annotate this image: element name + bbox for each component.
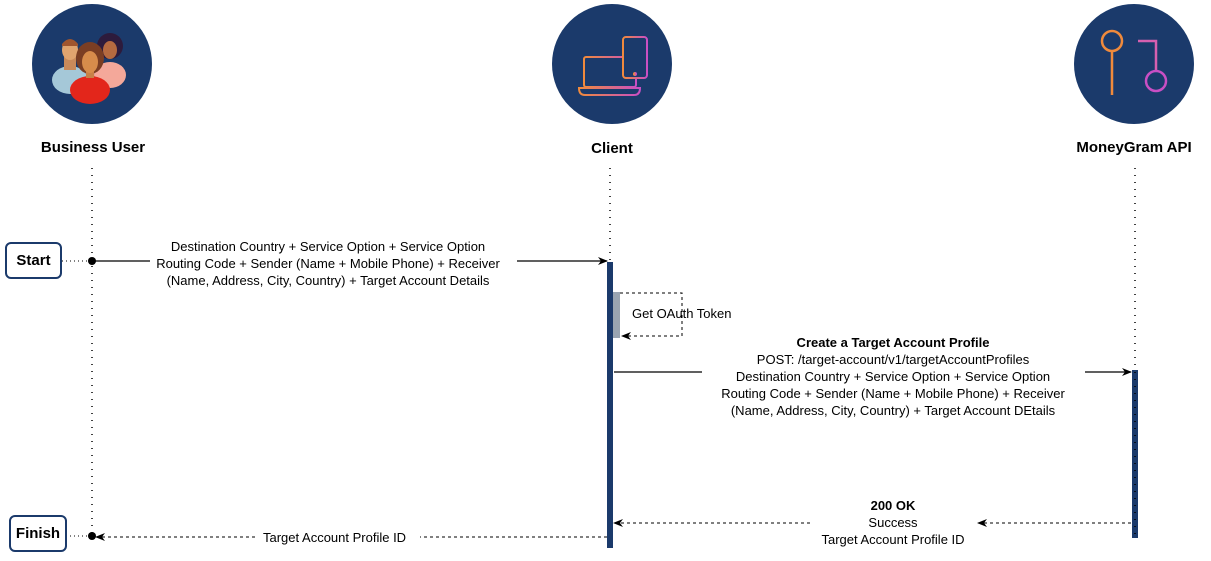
api-call-line: (Name, Address, City, Country) + Target … <box>730 403 1056 418</box>
request-line: (Name, Address, City, Country) + Target … <box>166 273 490 288</box>
api-call-line: Routing Code + Sender (Name + Mobile Pho… <box>721 386 1065 401</box>
actor-label-business-user: Business User <box>40 139 146 156</box>
request-line: Destination Country + Service Option + S… <box>170 239 486 254</box>
request-message: Destination Country + Service Option + S… <box>156 238 500 289</box>
actor-label-client: Client <box>591 140 633 157</box>
api-response-title: 200 OK <box>870 498 916 513</box>
api-response-line: Success <box>868 515 918 530</box>
finish-terminal: Finish <box>9 515 67 552</box>
finish-dot <box>88 532 96 540</box>
request-line: Routing Code + Sender (Name + Mobile Pho… <box>156 256 500 271</box>
client-activation-bar <box>607 262 613 548</box>
api-response-message: 200 OK Success Target Account Profile ID <box>821 497 965 548</box>
finish-label: Finish <box>15 525 61 542</box>
moneygram-api-avatar <box>1074 4 1194 124</box>
api-call-line: POST: /target-account/v1/targetAccountPr… <box>756 352 1030 367</box>
client-avatar <box>552 4 672 124</box>
people-group-icon <box>52 33 126 104</box>
avatar-circle <box>1074 4 1194 124</box>
api-call-line: Destination Country + Service Option + S… <box>735 369 1051 384</box>
api-branch-icon <box>1100 29 1168 95</box>
start-terminal: Start <box>5 242 62 279</box>
final-response-message: Target Account Profile ID <box>263 530 407 545</box>
api-response-line: Target Account Profile ID <box>821 532 965 547</box>
avatar-circle <box>552 4 672 124</box>
business-user-avatar <box>32 4 152 124</box>
oauth-message: Get OAuth Token <box>632 306 732 321</box>
oauth-self-arrow <box>620 292 683 340</box>
api-activation-bar <box>1132 370 1138 538</box>
api-call-message: Create a Target Account Profile POST: /t… <box>721 334 1065 419</box>
actor-label-moneygram-api: MoneyGram API <box>1076 139 1192 156</box>
oauth-self-activation <box>613 292 620 338</box>
laptop-phone-icon <box>577 36 648 96</box>
start-label: Start <box>16 252 51 269</box>
api-call-title: Create a Target Account Profile <box>796 335 990 350</box>
